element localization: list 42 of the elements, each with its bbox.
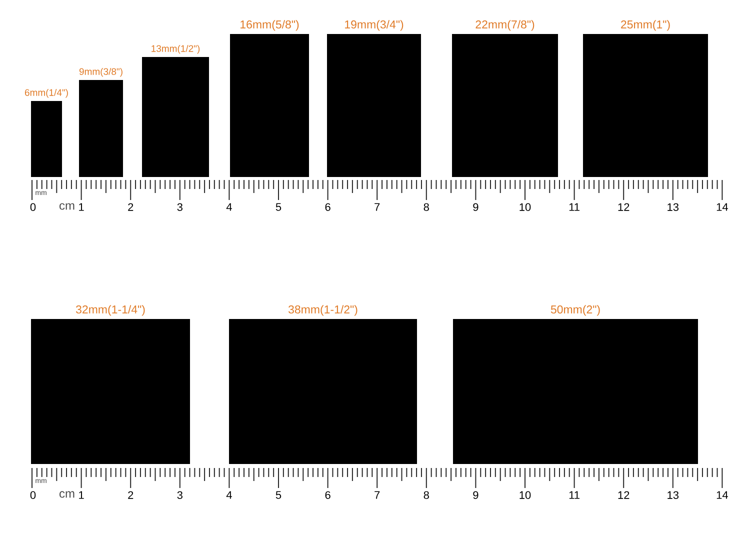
ruler-number: 10 (520, 491, 531, 499)
ruler-number: 8 (424, 203, 429, 211)
ruler-number: 13 (668, 203, 679, 211)
ruler-number: 1 (79, 203, 84, 211)
size-label: 6mm(1/4") (24, 88, 68, 98)
ruler-number: 2 (128, 203, 134, 211)
unit-label: cm (60, 491, 74, 498)
ruler-number: 11 (569, 203, 580, 211)
size-label: 19mm(3/4") (345, 20, 404, 31)
ruler-number: 8 (424, 491, 429, 499)
ruler-number: 1 (79, 491, 84, 499)
ruler-number: 3 (177, 491, 182, 499)
ruler-number: 3 (177, 203, 182, 211)
size-label: 13mm(1/2") (152, 44, 200, 54)
ruler-number: 13 (668, 491, 679, 499)
size-label: 16mm(5/8") (240, 20, 299, 31)
ruler-number: 2 (128, 491, 134, 499)
ruler-number: 4 (226, 491, 232, 499)
ruler-number: 6 (325, 491, 330, 499)
unit-label: cm (60, 203, 74, 210)
ruler-number: 12 (618, 491, 630, 499)
ruler-number: 7 (374, 491, 380, 499)
ruler-number: 9 (473, 491, 478, 499)
ruler-number: 0 (30, 491, 36, 499)
size-label: 22mm(7/8") (476, 20, 534, 31)
ruler-number: 0 (30, 203, 36, 211)
ruler-number: 9 (473, 203, 478, 211)
ruler-number: 5 (276, 203, 282, 211)
ruler-number: 14 (716, 491, 728, 499)
size-label: 25mm(1") (621, 20, 670, 31)
size-label: 50mm(2") (550, 305, 600, 316)
ruler-number: 14 (716, 203, 728, 211)
ruler-number: 6 (325, 203, 330, 211)
ruler-number: 10 (520, 203, 531, 211)
ruler-number: 5 (276, 491, 282, 499)
size-label: 9mm(3/8") (79, 68, 122, 77)
size-label: 32mm(1-1/4") (76, 305, 145, 316)
size-label: 38mm(1-1/2") (288, 305, 358, 316)
ruler-number: 7 (374, 203, 380, 211)
ruler-number: 11 (569, 491, 580, 499)
ruler-number: 12 (618, 203, 630, 211)
ruler-number: 4 (226, 203, 232, 211)
